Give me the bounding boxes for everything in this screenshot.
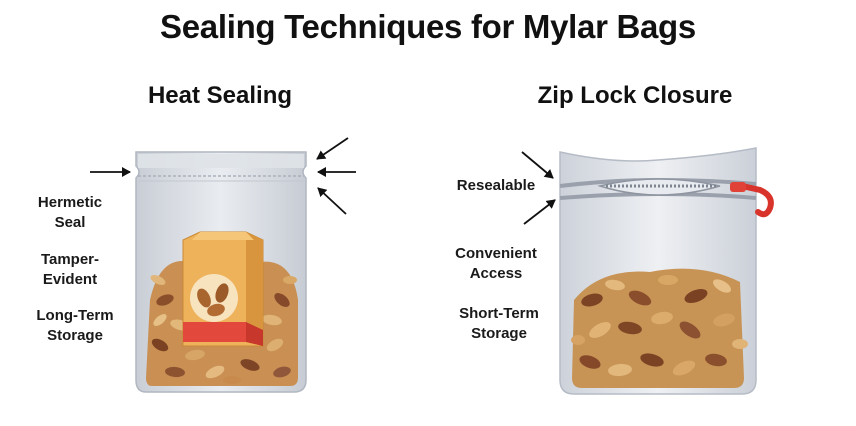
zip-pull-icon [730, 182, 774, 218]
almond-icon [197, 283, 229, 317]
heading-heat-sealing: Heat Sealing [147, 82, 293, 109]
heat-sealed-bag [135, 151, 307, 393]
arrow-icon [521, 151, 556, 225]
label-short-term-storage: Short-Term Storage [459, 305, 539, 342]
page-title: Sealing Techniques for Mylar Bags [160, 8, 696, 45]
label-long-term-storage: Long-Term Storage [36, 307, 114, 344]
label-tamper-evident: Tamper- Evident [40, 251, 100, 288]
label-hermetic-seal: Hermetic Seal [37, 194, 103, 231]
label-convenient-access: Convenient Access [455, 245, 537, 282]
product-box [182, 231, 264, 347]
zip-lock-bag [559, 147, 774, 395]
heading-zip-lock: Zip Lock Closure [537, 82, 733, 109]
label-resealable: Resealable [456, 177, 536, 194]
arrow-icon [90, 137, 356, 215]
nut-pile-right [571, 268, 748, 388]
zipper-icon [559, 177, 757, 200]
